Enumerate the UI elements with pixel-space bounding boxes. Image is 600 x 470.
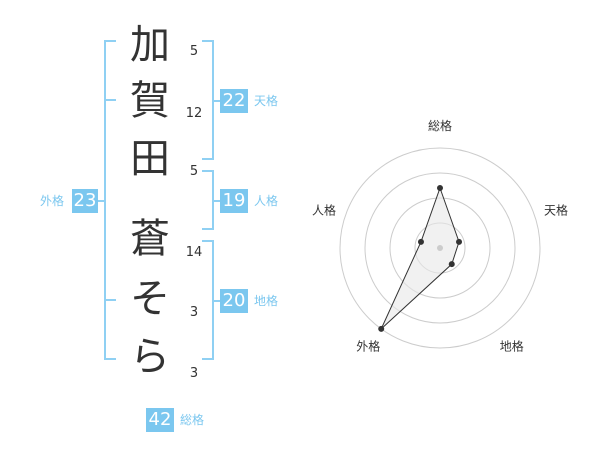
gaikaku-bracket-tick [104,40,116,42]
radar-grid-ring [339,147,541,349]
gaikaku-value: 23 [72,189,98,213]
chikaku-value: 20 [220,289,248,313]
gaikaku-label: 外格 [40,194,65,208]
name-char-4: 蒼 [130,216,170,262]
jinkaku-value: 19 [220,189,248,213]
radar-point-3 [448,261,455,268]
radar-series-shape [380,186,460,330]
jinkaku-label: 人格 [254,194,279,208]
stroke-count-4: 14 [185,245,203,260]
radar-axis-label-5: 人格 [312,202,336,217]
soukaku-label: 総格 [180,413,205,427]
jinkaku-bracket-tick [202,170,214,172]
stroke-count-1: 5 [189,44,199,59]
radar-axis-label-3: 地格 [500,339,524,354]
chikaku-label: 地格 [254,294,279,308]
name-char-6: ら [130,334,170,380]
radar-point-5 [417,238,424,245]
gaikaku-bracket-tick [104,99,116,101]
gaikaku-connector [98,200,106,202]
radar-point-4 [378,325,385,332]
stroke-count-3: 5 [189,164,199,179]
radar-center-dot [437,245,443,251]
radar-axis-label-4: 外格 [356,339,380,354]
tenkaku-connector [212,100,220,102]
radar-point-2 [456,238,463,245]
name-char-2: 賀 [130,78,170,124]
tenkaku-value: 22 [220,89,248,113]
radar-axis-label-2: 天格 [544,202,568,217]
radar-grid-ring [364,172,516,324]
radar-point-1 [437,185,443,191]
tenkaku-bracket-tick [202,158,214,160]
chikaku-connector [212,300,220,302]
gaikaku-bracket-tick [104,358,116,360]
name-char-1: 加 [130,22,170,68]
tenkaku-label: 天格 [254,94,279,108]
soukaku-value: 42 [146,408,174,432]
chikaku-bracket-tick [202,240,214,242]
gaikaku-bracket-tick [104,299,116,301]
jinkaku-connector [212,200,220,202]
stroke-count-6: 3 [189,366,199,381]
name-char-3: 田 [130,136,170,182]
stroke-count-5: 3 [189,305,199,320]
stroke-count-2: 12 [185,106,203,121]
tenkaku-bracket-tick [202,40,214,42]
radar-axis-label-1: 総格 [428,118,452,133]
name-char-5: そ [130,276,170,322]
chikaku-bracket-tick [202,358,214,360]
jinkaku-bracket-tick [202,228,214,230]
